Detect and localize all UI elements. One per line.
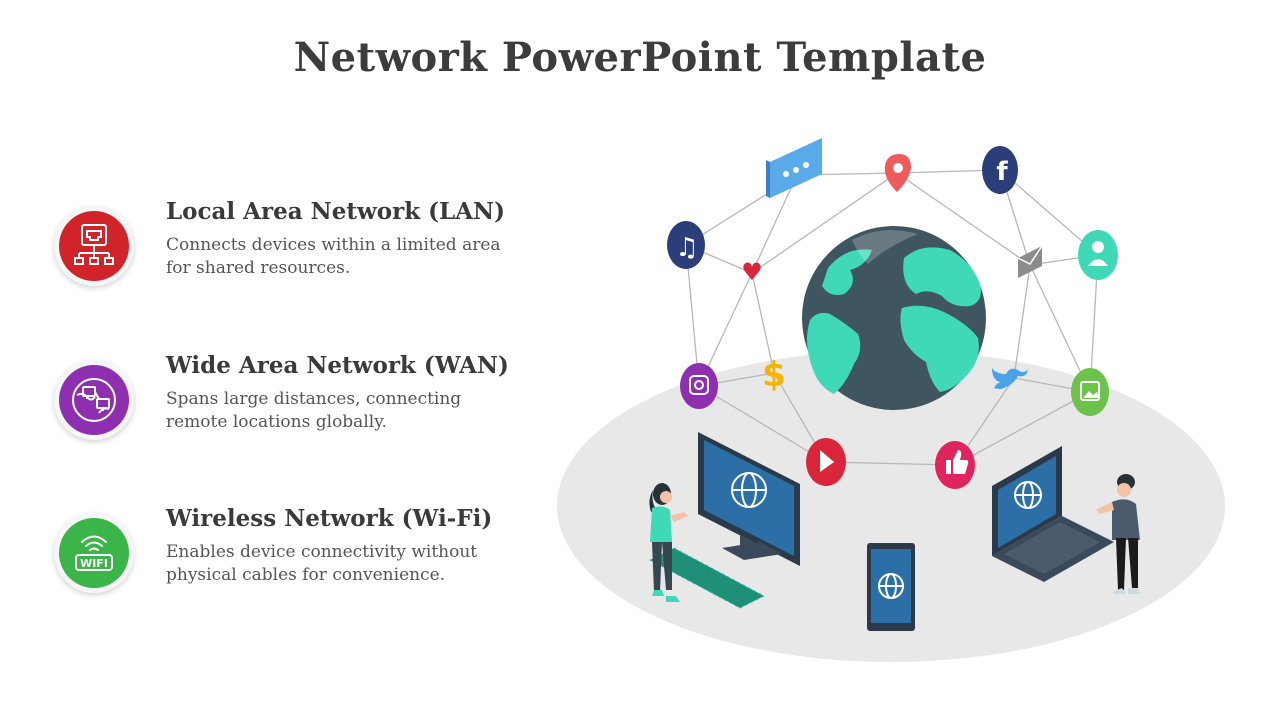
keyboard — [648, 547, 766, 609]
envelope-icon — [1017, 245, 1043, 278]
wifi-title: Wireless Network (Wi-Fi) — [166, 505, 493, 532]
svg-text:♫: ♫ — [675, 233, 698, 263]
twitter-icon — [992, 368, 1028, 389]
svg-text:♥: ♥ — [741, 258, 763, 286]
lan-title: Local Area Network (LAN) — [166, 198, 505, 225]
image-gallery-icon — [1071, 368, 1109, 416]
user-profile-icon — [1078, 230, 1118, 280]
instagram-icon — [680, 363, 718, 409]
heart-icon: ♥ — [741, 258, 763, 286]
wan-badge — [54, 360, 134, 440]
network-illustration: f ♫ ♥ $ — [557, 138, 1225, 662]
globe — [802, 226, 986, 410]
wifi-badge-text: WIFI — [80, 557, 108, 570]
facebook-icon: f — [982, 146, 1018, 194]
wifi-icon: WIFI — [59, 518, 129, 588]
lan-description: Connects devices within a limited area f… — [166, 235, 501, 278]
location-pin-icon — [884, 154, 911, 192]
play-button-icon — [806, 438, 846, 486]
person-man — [1096, 474, 1140, 594]
globe-network-icon — [59, 365, 129, 435]
lan-badge — [54, 206, 134, 286]
list-item-lan: Local Area Network (LAN) Connects device… — [54, 198, 534, 296]
slide-title: Network PowerPoint Template — [293, 34, 987, 81]
wan-title: Wide Area Network (WAN) — [166, 352, 509, 379]
desktop-monitor — [698, 432, 800, 566]
wifi-badge: WIFI — [54, 513, 134, 593]
list-item-wan: Wide Area Network (WAN) Spans large dist… — [54, 352, 534, 450]
chat-bubble-icon — [766, 138, 822, 198]
wifi-description: Enables device connectivity without phys… — [166, 542, 478, 585]
lan-port-icon — [59, 211, 129, 281]
laptop — [992, 446, 1114, 582]
smartphone — [867, 543, 915, 631]
svg-text:f: f — [996, 157, 1008, 187]
dollar-icon: $ — [762, 355, 786, 395]
wan-description: Spans large distances, connecting remote… — [166, 389, 462, 432]
thumbs-up-icon — [935, 441, 975, 489]
list-item-wifi: WIFI Wireless Network (Wi-Fi) Enables de… — [54, 505, 534, 603]
svg-text:$: $ — [762, 355, 786, 395]
music-note-icon: ♫ — [667, 221, 705, 269]
person-woman — [649, 483, 688, 602]
